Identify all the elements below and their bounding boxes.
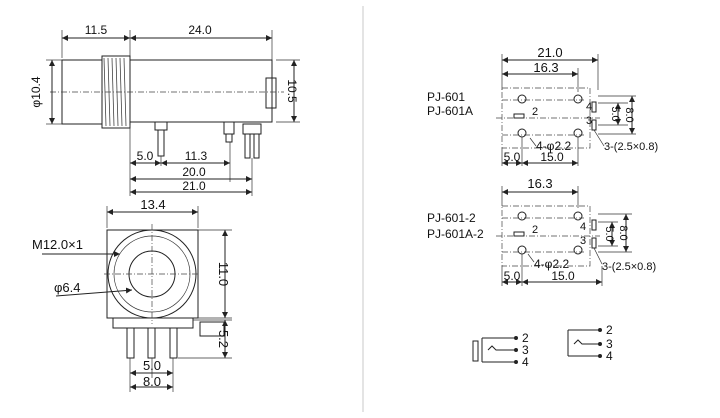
hole-callout: φ6.4 [54, 280, 81, 295]
fp-bot-dim-left: 5.0 [504, 269, 521, 283]
dim-pin-height: 5.2 [216, 330, 231, 348]
dim-pin1: 5.0 [137, 149, 154, 163]
fp-bot-dim-mid: 16.3 [527, 176, 552, 191]
dim-height-right: 10.5 [285, 79, 299, 103]
fp-bot-dim-v2: 8.0 [617, 225, 629, 240]
schem-left-4: 4 [522, 355, 529, 369]
pin-1 [157, 129, 165, 157]
fp-bot-slot-spec: 3-(2.5×0.8) [602, 261, 656, 273]
fp-bot-dim-v1: 5.0 [603, 226, 615, 241]
fp-bot-pin-4: 4 [580, 221, 586, 233]
pin-2 [225, 133, 233, 143]
jack-body [129, 59, 273, 123]
dim-total: 21.0 [182, 179, 206, 193]
front-pin-3 [169, 327, 178, 359]
schem-left-3: 3 [522, 343, 529, 357]
fp-top-dim-v2: 8.0 [623, 107, 635, 122]
dim-dia-left: φ10.4 [29, 76, 43, 107]
fp-top-model-2: PJ-601A [427, 104, 473, 118]
schem-left-2: 2 [522, 331, 529, 345]
schematic-left: 2 3 4 [472, 331, 529, 369]
dim-width: 13.4 [140, 197, 165, 212]
dim-body-right: 24.0 [188, 23, 212, 37]
schematic-right: 2 3 4 [567, 323, 613, 363]
dim-pin2: 11.3 [185, 149, 208, 163]
fp-top-dim-v1: 5.0 [609, 106, 621, 121]
fp-top-hole-spec: 4-φ2.2 [536, 139, 571, 153]
fp-top-dim-mid: 16.3 [533, 60, 558, 75]
pin-4 [253, 133, 260, 159]
side-view: 11.5 24.0 φ10.4 10.5 [29, 23, 300, 196]
dim-body-left: 11.5 [85, 23, 108, 37]
thread-callout: M12.0×1 [32, 237, 83, 252]
dim-height: 11.0 [216, 262, 231, 286]
footprint-top: 21.0 16.3 PJ-601 PJ-601A 2 4 3 5.0 8.0 [427, 45, 658, 166]
dim-pin-a: 5.0 [143, 358, 161, 373]
fp-bot-pin-2: 2 [532, 224, 538, 236]
front-pin-2 [147, 327, 156, 359]
dim-pin3: 20.0 [182, 165, 206, 179]
schem-right-4: 4 [606, 349, 613, 363]
fp-bot-model-2: PJ-601A-2 [427, 227, 484, 241]
fp-top-pin-4: 4 [586, 101, 592, 113]
fp-bot-pin-3: 3 [580, 235, 586, 247]
fp-bot-dim-bottom: 15.0 [551, 269, 575, 283]
fp-top-dim-bottom: 15.0 [540, 150, 564, 164]
fp-top-slot-spec: 3-(2.5×0.8) [604, 141, 658, 153]
fp-bot-hole-spec: 4-φ2.2 [534, 257, 569, 271]
fp-top-model-1: PJ-601 [427, 90, 465, 104]
front-pin-1 [126, 327, 135, 359]
footprint-bottom: 16.3 PJ-601-2 PJ-601A-2 2 4 3 5.0 8.0 4-… [427, 176, 656, 286]
schem-right-2: 2 [606, 323, 613, 337]
front-view: 13.4 M12.0×1 φ6.4 11.0 5.2 [32, 197, 232, 392]
fp-top-dim-total: 21.0 [537, 45, 562, 60]
fp-bot-model-1: PJ-601-2 [427, 211, 476, 225]
schem-right-3: 3 [606, 337, 613, 351]
fp-top-dim-left: 5.0 [504, 150, 521, 164]
fp-top-pin-3: 3 [586, 115, 592, 127]
fp-top-pin-2: 2 [532, 106, 538, 118]
pin-3 [244, 133, 251, 159]
dim-pin-b: 8.0 [143, 374, 161, 389]
